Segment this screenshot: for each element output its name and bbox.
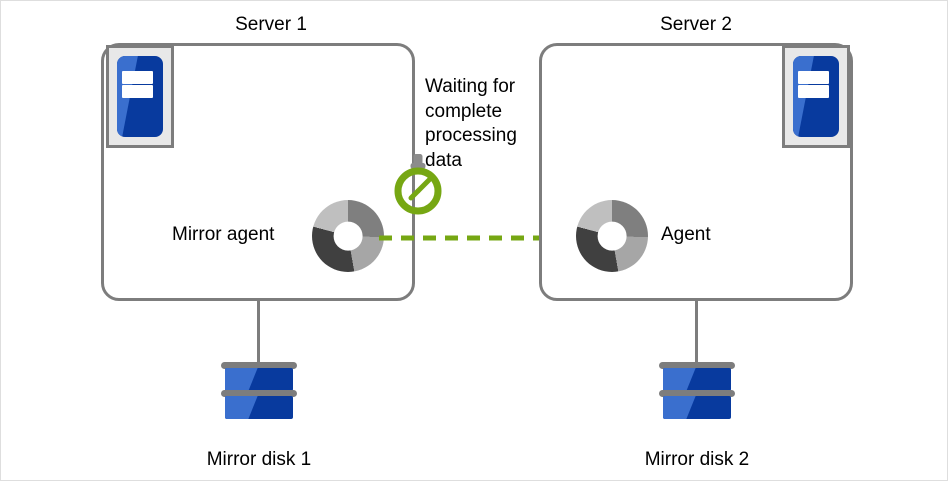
- server-1-disk-connector: [257, 299, 260, 365]
- mirror-disk-2-label: Mirror disk 2: [644, 449, 750, 470]
- disk-block-top: [225, 368, 293, 391]
- disk-plate-top: [221, 362, 297, 369]
- disk-block-bottom: [225, 396, 293, 419]
- disk-block-top: [663, 368, 731, 391]
- server-icon-card: [117, 56, 163, 137]
- mirror-disk-1-label: Mirror disk 1: [206, 449, 312, 470]
- waiting-annotation-line-2: complete: [425, 100, 503, 122]
- server-1-title: Server 1: [235, 14, 307, 35]
- server-2-title: Server 2: [660, 14, 732, 35]
- agent-label: Agent: [661, 224, 711, 245]
- disk-plate-bottom: [221, 390, 297, 397]
- mirror-agent-label: Mirror agent: [172, 224, 275, 245]
- disk-plate-top: [659, 362, 735, 369]
- waiting-annotation-line-1: Waiting for: [425, 76, 516, 97]
- waiting-annotation: Waiting for complete processing data: [425, 75, 540, 174]
- server-icon-card: [793, 56, 839, 137]
- server-2-icon: [782, 45, 850, 148]
- mirror-agent-icon: [312, 200, 384, 272]
- server-icon-bar-bottom: [798, 85, 830, 99]
- server-icon-bar-bottom: [122, 85, 154, 99]
- stopwatch-icon: [391, 153, 445, 215]
- disk-block-bottom: [663, 396, 731, 419]
- mirror-disk-2-icon: [659, 362, 735, 424]
- server-icon-bar-top: [122, 70, 154, 84]
- mirror-disk-1-icon: [221, 362, 297, 424]
- waiting-annotation-line-3: processing: [425, 125, 517, 147]
- server-2-disk-connector: [695, 299, 698, 365]
- disk-plate-bottom: [659, 390, 735, 397]
- waiting-annotation-line-4: data: [425, 150, 462, 172]
- server-1-icon: [106, 45, 174, 148]
- server-icon-bar-top: [798, 70, 830, 84]
- agent-icon: [576, 200, 648, 272]
